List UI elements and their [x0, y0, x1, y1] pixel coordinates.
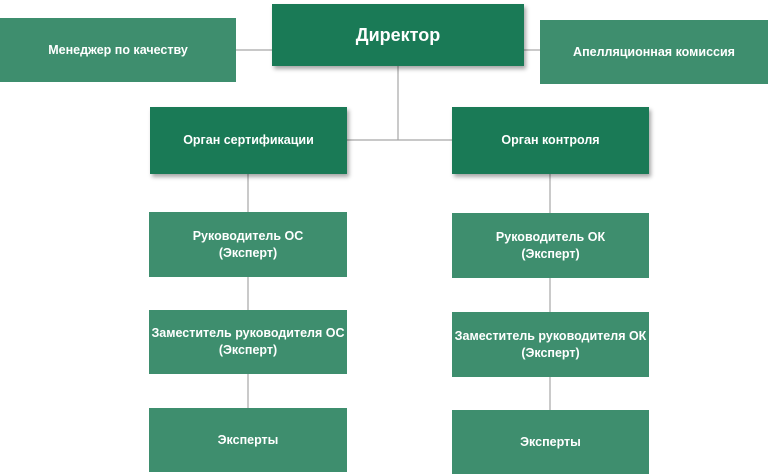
os-experts-box: Эксперты	[149, 408, 347, 472]
ok-deputy-title: Заместитель руководителя ОК	[454, 328, 647, 343]
control-body-label: Орган контроля	[501, 133, 600, 148]
director-box: Директор	[272, 4, 524, 66]
certification-body-label: Орган сертификации	[183, 133, 314, 148]
quality-manager-box: Менеджер по качеству	[0, 18, 236, 82]
ok-experts-box: Эксперты	[452, 410, 649, 474]
certification-body-box: Орган сертификации	[150, 107, 347, 174]
director-label: Директор	[355, 24, 441, 45]
os-experts-label: Эксперты	[217, 432, 279, 447]
ok-head-box: Руководитель ОК (Эксперт)	[452, 213, 649, 278]
appeals-commission-box: Апелляционная комиссия	[540, 20, 768, 84]
ok-deputy-box: Заместитель руководителя ОК (Эксперт)	[452, 312, 649, 377]
os-head-role: (Эксперт)	[218, 245, 278, 260]
os-deputy-box: Заместитель руководителя ОС (Эксперт)	[149, 310, 347, 374]
os-deputy-role: (Эксперт)	[218, 343, 278, 357]
ok-experts-label: Эксперты	[520, 434, 581, 449]
ok-head-title: Руководитель ОК	[495, 229, 606, 244]
ok-head-role: (Эксперт)	[521, 246, 580, 261]
os-head-box: Руководитель ОС (Эксперт)	[149, 212, 347, 277]
os-head-title: Руководитель ОС	[192, 228, 304, 243]
control-body-box: Орган контроля	[452, 107, 649, 174]
ok-deputy-role: (Эксперт)	[521, 345, 580, 360]
os-deputy-title: Заместитель руководителя ОС	[151, 326, 345, 341]
quality-manager-label: Менеджер по качеству	[48, 42, 188, 57]
appeals-commission-label: Апелляционная комиссия	[573, 44, 735, 59]
